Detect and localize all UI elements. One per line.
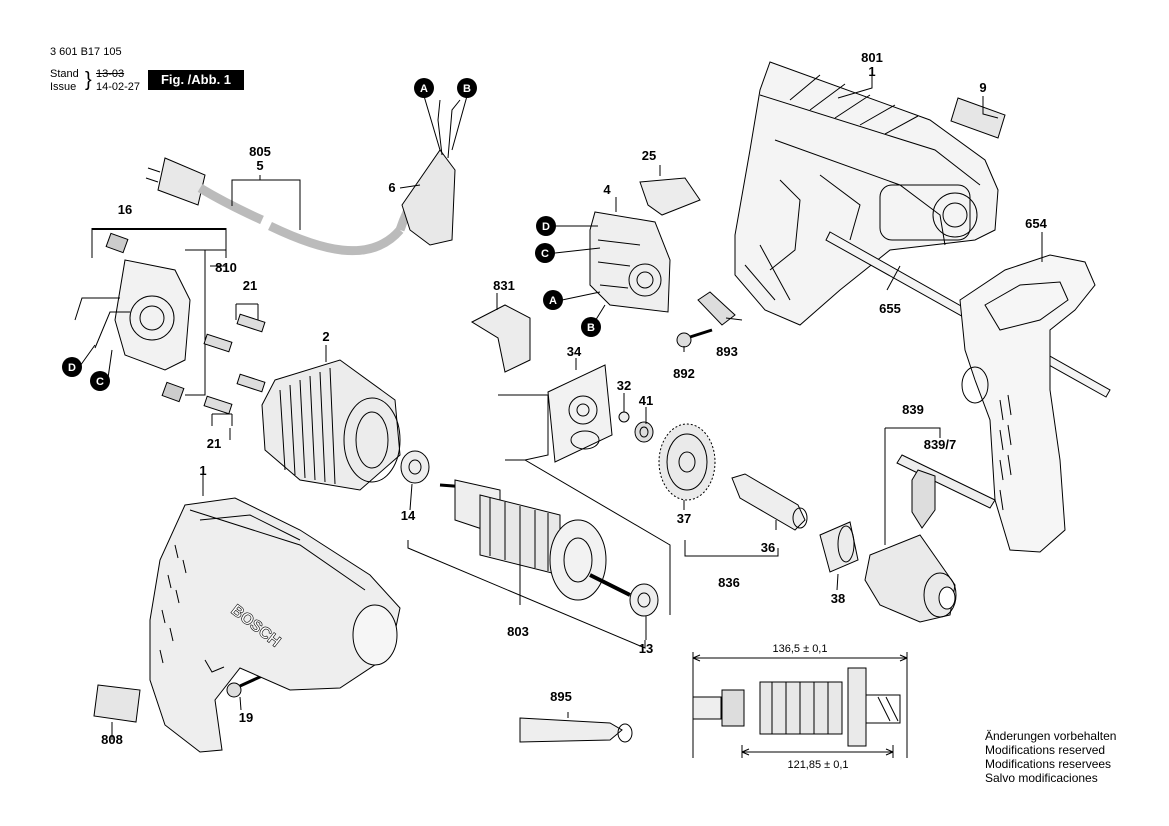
callout-25: 25 xyxy=(642,148,656,163)
trigger-switch xyxy=(589,211,671,313)
svg-text:D: D xyxy=(68,362,76,374)
callout-2: 2 xyxy=(322,329,329,344)
spindle-nut-38 xyxy=(819,521,859,573)
callout-4: 4 xyxy=(603,182,611,197)
callout-895: 895 xyxy=(550,689,572,704)
svg-text:C: C xyxy=(96,376,104,388)
footer-line-2: Modifications reserved xyxy=(985,743,1106,757)
pin-a-top: A xyxy=(414,78,434,98)
callout-654: 654 xyxy=(1025,216,1047,231)
pin-b-switch: B xyxy=(581,317,601,337)
screw-892 xyxy=(676,328,713,348)
footer-notes: Änderungen vorbehalten Modifications res… xyxy=(985,729,1116,785)
gear-37 xyxy=(658,423,716,501)
document-number: 3 601 B17 105 xyxy=(50,46,122,58)
callout-19: 19 xyxy=(239,710,253,725)
svg-text:D: D xyxy=(542,221,550,233)
carbon-brushes xyxy=(203,303,266,426)
svg-text:C: C xyxy=(541,248,549,260)
callout-38: 38 xyxy=(831,591,845,606)
power-cable xyxy=(145,99,461,256)
callout-14: 14 xyxy=(401,508,416,523)
armature xyxy=(439,479,631,601)
switch-cover xyxy=(470,304,531,373)
callout-801: 801 xyxy=(861,50,883,65)
screw-19 xyxy=(226,674,263,698)
callout-836: 836 xyxy=(718,575,740,590)
callout-9: 9 xyxy=(979,80,986,95)
callout-37: 37 xyxy=(677,511,691,526)
callout-16: 16 xyxy=(118,202,132,217)
ball-bearing-14 xyxy=(400,450,430,484)
callout-1-bottom: 1 xyxy=(199,463,206,478)
issue-value: 14-02-27 xyxy=(96,81,141,93)
svg-text:A: A xyxy=(420,83,428,95)
dimension-bottom: 121,85 ± 0,1 xyxy=(787,759,848,771)
pin-b-top: B xyxy=(457,78,477,98)
gear-plate xyxy=(547,364,613,463)
nameplate-label-808 xyxy=(93,684,141,723)
svg-text:B: B xyxy=(587,322,595,334)
callout-5: 5 xyxy=(256,158,263,173)
callout-808: 808 xyxy=(101,732,123,747)
pin-d-switch: D xyxy=(536,216,556,236)
reversing-lever xyxy=(639,177,701,216)
pin-d-left: D xyxy=(62,357,82,377)
washer-32 xyxy=(618,411,630,423)
callout-41: 41 xyxy=(639,393,653,408)
callout-893: 893 xyxy=(716,344,738,359)
drill-chuck xyxy=(864,534,957,623)
nameplate-label-9 xyxy=(950,97,1006,139)
brush-holder xyxy=(74,228,227,403)
armature-dimension-drawing xyxy=(692,652,908,758)
svg-text:A: A xyxy=(549,295,557,307)
figure-label: Fig. /Abb. 1 xyxy=(148,70,244,90)
callout-34: 34 xyxy=(567,344,582,359)
housing-half-left xyxy=(149,497,401,753)
callout-1-top: 1 xyxy=(868,64,875,79)
stand-label: Stand xyxy=(50,68,79,80)
callout-655: 655 xyxy=(879,301,901,316)
grease-tube xyxy=(519,717,633,743)
pin-c-switch: C xyxy=(535,243,555,263)
drill-spindle xyxy=(731,473,808,531)
callout-32: 32 xyxy=(617,378,631,393)
callout-810: 810 xyxy=(215,260,237,275)
callout-13: 13 xyxy=(639,641,653,656)
auxiliary-handle xyxy=(959,254,1096,553)
svg-text:B: B xyxy=(463,83,471,95)
ball-bearing-13 xyxy=(629,583,659,617)
callout-36: 36 xyxy=(761,540,775,555)
callout-21-top: 21 xyxy=(243,278,257,293)
callout-831: 831 xyxy=(493,278,515,293)
callout-6: 6 xyxy=(388,180,395,195)
dimension-top: 136,5 ± 0,1 xyxy=(773,643,828,655)
pin-c-left: C xyxy=(90,371,110,391)
footer-line-4: Salvo modificaciones xyxy=(985,771,1098,785)
callout-892: 892 xyxy=(673,366,695,381)
callout-839: 839 xyxy=(902,402,924,417)
footer-line-1: Änderungen vorbehalten xyxy=(985,729,1117,743)
callout-803: 803 xyxy=(507,624,529,639)
clip-893 xyxy=(697,291,736,326)
callout-21-bottom: 21 xyxy=(207,436,221,451)
header-brace: } xyxy=(85,69,92,91)
chuck-key xyxy=(896,454,996,529)
issue-label: Issue xyxy=(50,81,77,93)
callout-839-7: 839/7 xyxy=(924,437,957,452)
spring-41 xyxy=(634,421,654,443)
pin-a-switch: A xyxy=(543,290,563,310)
footer-line-3: Modifications reservees xyxy=(985,757,1112,771)
housing-half-part xyxy=(734,61,999,326)
stand-value: 13-03 xyxy=(96,68,125,80)
callout-805: 805 xyxy=(249,144,271,159)
field-stator xyxy=(261,359,401,491)
